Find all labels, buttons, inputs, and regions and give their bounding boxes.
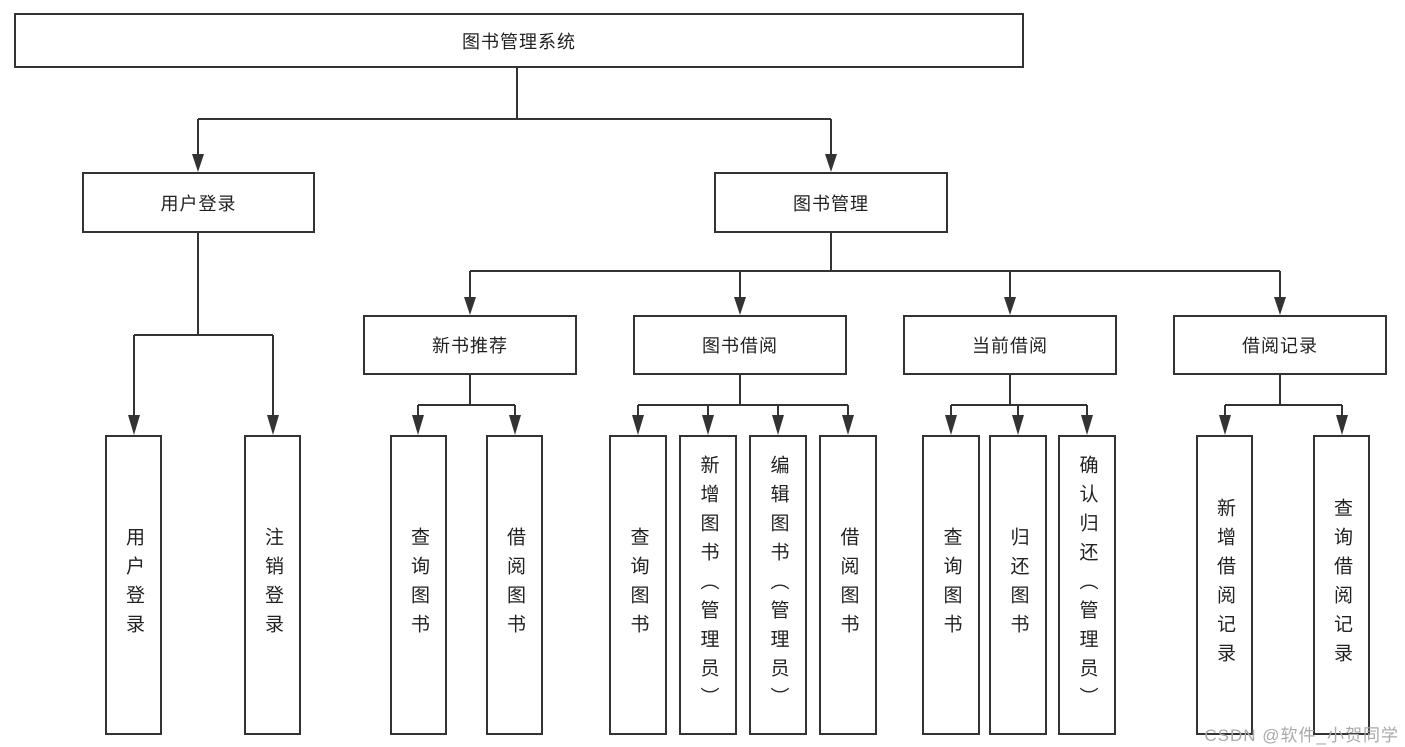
leaf-label: 用户登录 — [123, 527, 144, 643]
leaf-label: 确认归还（管理员） — [1076, 454, 1098, 716]
leaf-add-borrow-record: 新增借阅记录 — [1196, 435, 1253, 735]
leaf-query-borrow-record: 查询借阅记录 — [1313, 435, 1370, 735]
node-label: 当前借阅 — [972, 336, 1048, 356]
node-current-borrowing: 当前借阅 — [903, 315, 1117, 375]
leaf-edit-books-admin: 编辑图书（管理员） — [749, 435, 807, 735]
leaf-label: 注销登录 — [262, 527, 283, 643]
node-user-login: 用户登录 — [82, 172, 315, 233]
leaf-label: 借阅图书 — [504, 527, 525, 643]
node-book-management: 图书管理 — [714, 172, 948, 233]
leaf-query-books-borrowing: 查询图书 — [609, 435, 667, 735]
leaf-query-books-current: 查询图书 — [922, 435, 980, 735]
leaf-label: 查询图书 — [627, 527, 649, 643]
node-label: 图书管理 — [793, 193, 869, 214]
leaf-logout-login: 注销登录 — [244, 435, 301, 735]
node-label: 新书推荐 — [432, 336, 508, 356]
node-new-book-recommendation: 新书推荐 — [363, 315, 577, 375]
watermark: CSDN @软件_小贺同学 — [1204, 726, 1399, 745]
node-borrowing-records: 借阅记录 — [1173, 315, 1387, 375]
leaf-return-books: 归还图书 — [989, 435, 1047, 735]
leaf-label: 查询图书 — [940, 527, 962, 643]
leaf-borrow-books-borrowing: 借阅图书 — [819, 435, 877, 735]
node-label: 图书管理系统 — [462, 31, 576, 52]
leaf-label: 新增借阅记录 — [1214, 498, 1235, 672]
leaf-query-books-recommend: 查询图书 — [390, 435, 447, 735]
leaf-user-login: 用户登录 — [105, 435, 162, 735]
node-label: 图书借阅 — [702, 336, 778, 356]
leaf-borrow-books-recommend: 借阅图书 — [486, 435, 543, 735]
leaf-label: 归还图书 — [1007, 527, 1029, 643]
node-book-borrowing: 图书借阅 — [633, 315, 847, 375]
leaf-confirm-return-admin: 确认归还（管理员） — [1058, 435, 1116, 735]
leaf-label: 编辑图书（管理员） — [767, 454, 789, 716]
node-label: 用户登录 — [160, 193, 237, 214]
node-label: 借阅记录 — [1242, 336, 1318, 356]
leaf-label: 查询图书 — [408, 527, 429, 643]
leaf-add-books-admin: 新增图书（管理员） — [679, 435, 737, 735]
node-library-management-system: 图书管理系统 — [14, 13, 1024, 68]
leaf-label: 新增图书（管理员） — [697, 454, 719, 716]
leaf-label: 查询借阅记录 — [1331, 498, 1352, 672]
leaf-label: 借阅图书 — [837, 527, 859, 643]
